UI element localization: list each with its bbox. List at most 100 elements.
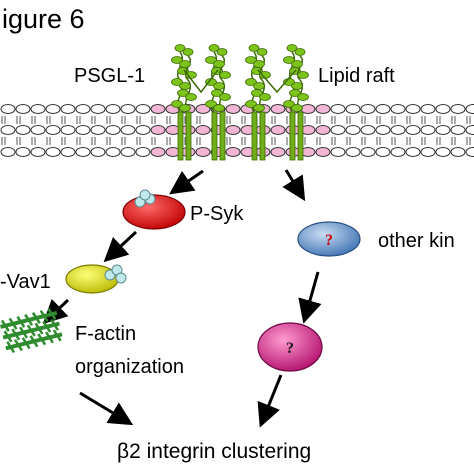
lipid-head	[0, 104, 16, 114]
raft-lipid-head	[270, 104, 286, 114]
lipid-head	[375, 125, 391, 135]
psgl-transmembrane	[297, 111, 304, 161]
lipid-head	[105, 147, 121, 157]
psgl-1-receptors	[171, 44, 309, 161]
actin-subunit	[11, 328, 21, 341]
psgl-glycan	[283, 100, 295, 108]
lipid-head	[105, 104, 121, 114]
psgl-glycan	[179, 104, 191, 112]
lipid-head	[15, 125, 31, 135]
actin-subunit	[47, 308, 57, 321]
arrow-other-kinase-to-unknown	[298, 271, 322, 324]
psgl-glycan	[185, 93, 197, 101]
psgl-glycan	[213, 104, 225, 112]
raft-lipid-head	[225, 125, 241, 135]
lipid-head	[135, 104, 151, 114]
lipid-head	[465, 147, 474, 157]
f-actin-label: F-actin	[75, 323, 136, 345]
psgl-transmembrane	[219, 111, 226, 161]
psgl-transmembrane	[211, 111, 218, 161]
psgl-glycan	[297, 71, 309, 79]
lipid-head	[45, 104, 61, 114]
lipid-head	[420, 147, 436, 157]
lipid-head	[45, 125, 61, 135]
lipid-head	[135, 147, 151, 157]
lipid-bilayer	[0, 104, 474, 157]
integrin-clustering-label: β2 integrin clustering	[117, 440, 311, 463]
vav1-protein	[65, 264, 127, 294]
lipid-head	[135, 125, 151, 135]
raft-lipid-head	[150, 125, 166, 135]
psgl-glycan	[259, 93, 271, 101]
vav1-label: -Vav1	[0, 271, 51, 293]
arrow-actin-to-integrin	[79, 391, 134, 426]
lipid-head	[30, 125, 46, 135]
psgl-glycan	[297, 93, 309, 101]
psgl-tip	[248, 44, 260, 52]
raft-lipid-head	[195, 104, 211, 114]
lipid-head	[420, 125, 436, 135]
actin-subunit	[50, 318, 60, 331]
psgl-glycan	[213, 60, 225, 68]
psgl-tip	[286, 44, 298, 52]
psgl-transmembrane	[177, 111, 184, 161]
actin-subunit	[34, 322, 44, 335]
lipid-head	[450, 104, 466, 114]
lipid-head	[450, 147, 466, 157]
other-kinase-ellipse	[297, 221, 361, 257]
lipid-head	[75, 104, 91, 114]
psgl-glycan	[213, 82, 225, 90]
lipid-head	[30, 147, 46, 157]
lipid-head	[15, 104, 31, 114]
psgl-glycan	[171, 56, 183, 64]
other-kinase-label: other kin	[378, 230, 455, 252]
lipid-head	[345, 104, 361, 114]
unknown-effector-mark: ?	[286, 340, 294, 357]
lipid-head	[420, 104, 436, 114]
raft-lipid-head	[225, 147, 241, 157]
actin-subunit	[37, 333, 47, 346]
actin-subunit	[6, 341, 16, 354]
arrow-receptor-to-other-kinase	[282, 169, 306, 202]
lipid-head	[435, 147, 451, 157]
lipid-head	[75, 147, 91, 157]
arrow-psyk-to-vav1	[103, 230, 138, 263]
actin-subunit	[26, 324, 36, 337]
raft-lipid-head	[315, 147, 331, 157]
psgl-tip	[182, 48, 194, 56]
psgl-glycan	[205, 100, 217, 108]
lipid-head	[390, 125, 406, 135]
psgl-tip	[208, 44, 220, 52]
psgl-glycan	[245, 78, 257, 86]
lipid-head	[330, 147, 346, 157]
psgl-transmembrane	[259, 111, 266, 161]
lipid-head	[465, 125, 474, 135]
lipid-head	[0, 125, 16, 135]
lipid-head	[45, 147, 61, 157]
actin-subunit	[39, 310, 49, 323]
psgl-glycan	[291, 104, 303, 112]
unknown-kinase-mark: ?	[325, 232, 333, 249]
lipid-head	[345, 125, 361, 135]
lipid-head	[120, 104, 136, 114]
lipid-head	[90, 104, 106, 114]
raft-lipid-head	[225, 104, 241, 114]
psgl-transmembrane	[185, 111, 192, 161]
lipid-head	[465, 104, 474, 114]
psgl-glycan	[253, 60, 265, 68]
actin-subunit	[3, 330, 13, 343]
lipid-head	[405, 125, 421, 135]
raft-lipid-head	[270, 147, 286, 157]
lipid-head	[30, 104, 46, 114]
actin-subunit	[19, 326, 28, 339]
lipid-head	[75, 125, 91, 135]
lipid-head	[120, 125, 136, 135]
lipid-head	[105, 125, 121, 135]
psgl-glycan	[179, 82, 191, 90]
lipid-head	[60, 104, 76, 114]
psgl-transmembrane	[289, 111, 296, 161]
organization-label: organization	[75, 356, 184, 378]
lipid-head	[345, 147, 361, 157]
phospho-group	[115, 272, 127, 284]
lipid-head	[15, 147, 31, 157]
